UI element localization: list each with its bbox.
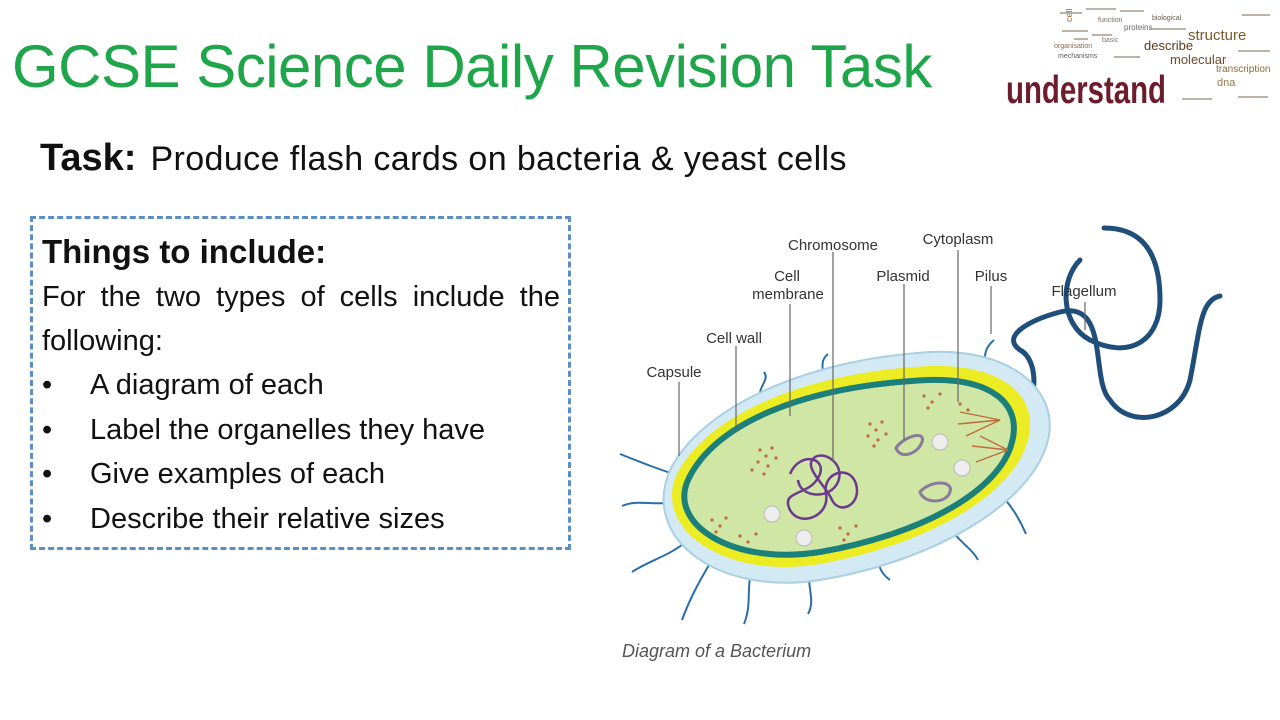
label-flagellum: Flagellum xyxy=(1051,283,1116,300)
label-cell-wall: Cell wall xyxy=(706,330,762,347)
label-chromosome: Chromosome xyxy=(788,237,878,254)
word-cloud-logo: cell structure describe molecular transc… xyxy=(1002,0,1280,108)
cloud-word: biological xyxy=(1152,15,1182,22)
cloud-word: cell xyxy=(1064,8,1074,22)
cloud-main-word: understand xyxy=(1006,69,1166,108)
granules xyxy=(763,433,971,547)
cloud-word: mechanisms xyxy=(1058,53,1098,60)
task-text: Produce flash cards on bacteria & yeast … xyxy=(150,140,847,178)
list-item: •Give examples of each xyxy=(42,458,385,490)
flagellum-base xyxy=(957,411,1009,463)
label-cell-membrane: membrane xyxy=(752,286,824,303)
label-cytoplasm: Cytoplasm xyxy=(923,231,994,248)
label-capsule: Capsule xyxy=(646,364,701,381)
task-label: Task: xyxy=(40,137,137,179)
bacterium-diagram: Chromosome Cytoplasm Cell membrane Plasm… xyxy=(619,225,1223,625)
flagellum xyxy=(1007,293,1223,433)
label-pilus: Pilus xyxy=(975,268,1008,285)
cloud-word: basic xyxy=(1102,37,1119,44)
task-line: Task: Produce flash cards on bacteria & y… xyxy=(40,136,847,181)
plasmid-icon xyxy=(894,433,952,503)
list-item: •Label the organelles they have xyxy=(42,413,486,446)
page-title: GCSE Science Daily Revision Task xyxy=(12,33,932,100)
diagram-caption: Diagram of a Bacterium xyxy=(622,641,812,661)
include-list: •A diagram of each •Label the organelles… xyxy=(42,363,560,541)
cloud-word: proteins xyxy=(1124,23,1152,32)
cloud-word: organisation xyxy=(1054,43,1092,50)
cloud-word: describe xyxy=(1144,38,1193,53)
cloud-word: dna xyxy=(1217,77,1236,89)
cloud-word: function xyxy=(1098,17,1123,24)
list-item: •Describe their relative sizes xyxy=(42,502,445,535)
include-heading: Things to include: xyxy=(42,233,327,270)
cloud-word: molecular xyxy=(1170,52,1227,67)
cloud-word: structure xyxy=(1188,27,1246,44)
label-cell-membrane: Cell xyxy=(774,268,800,285)
include-intro: For the two types of cells include the f… xyxy=(42,281,560,357)
list-item: •A diagram of each xyxy=(42,369,324,401)
label-plasmid: Plasmid xyxy=(876,268,929,285)
ribosomes xyxy=(710,392,970,544)
chromosome xyxy=(786,454,859,520)
label-leaders xyxy=(678,250,1086,462)
cloud-word: transcription xyxy=(1216,64,1270,75)
things-to-include-box: Things to include: For the two types of … xyxy=(30,216,571,550)
